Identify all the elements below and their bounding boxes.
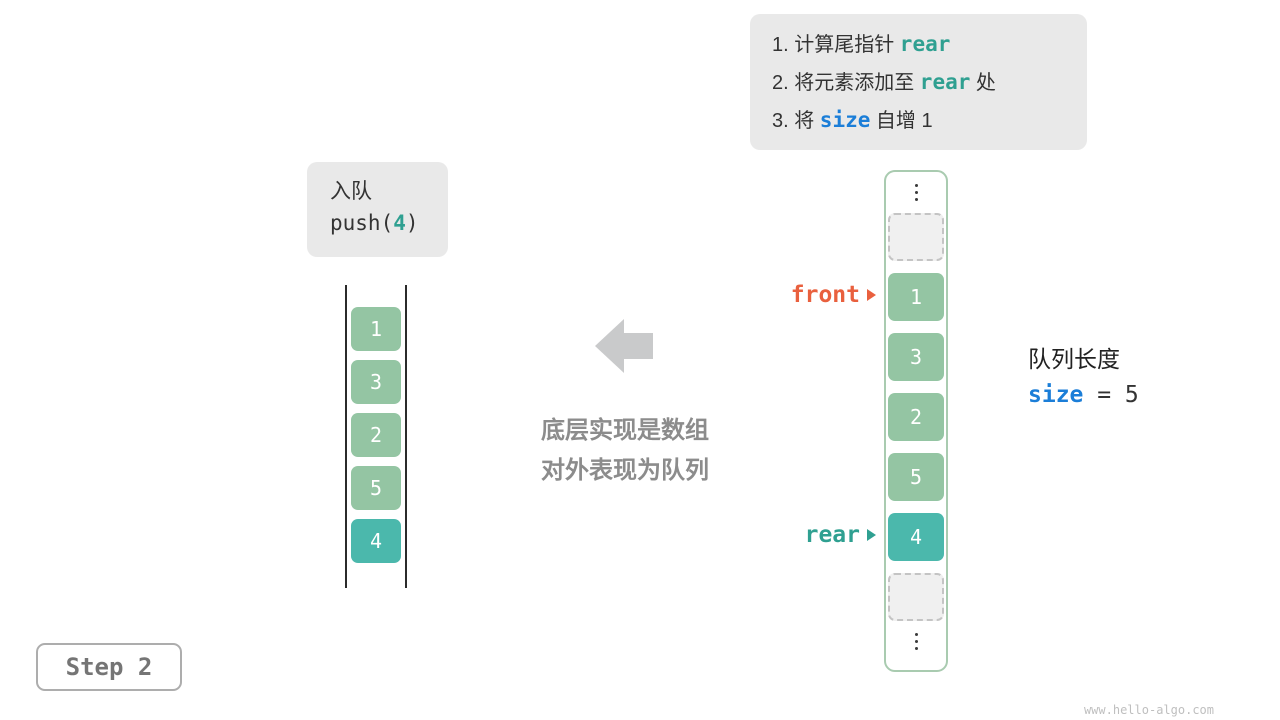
queue-item: 2 <box>351 413 401 457</box>
call-text: ) <box>405 211 419 235</box>
array-container: 1 3 2 5 4 <box>884 170 948 672</box>
queue-item: 5 <box>351 466 401 510</box>
instruction-line-1: 1. 计算尾指针 rear <box>772 26 1087 64</box>
caption: 底层实现是数组 对外表现为队列 <box>495 411 755 491</box>
ellipsis-top-icon <box>914 184 918 201</box>
array-cell: 5 <box>888 453 944 501</box>
code-rear: rear <box>919 70 971 94</box>
arrowhead-right-icon <box>867 529 876 541</box>
array-cell-empty <box>888 213 944 261</box>
arrow-stem <box>624 333 653 359</box>
operation-panel: 入队 push(4) <box>307 162 448 257</box>
operation-title: 入队 <box>330 180 372 203</box>
code-size: size <box>819 108 871 132</box>
queue-length-label: 队列长度 <box>1028 346 1120 372</box>
queue-item-new: 4 <box>351 519 401 563</box>
code-size: size <box>1028 382 1084 408</box>
queue-length-info: 队列长度 size = 5 <box>1028 341 1139 413</box>
call-argument: 4 <box>393 211 406 235</box>
instruction-text: 1. 计算尾指针 <box>772 34 900 56</box>
operation-call: push(4) <box>330 207 448 239</box>
array-cell: 3 <box>888 333 944 381</box>
size-value-text: = 5 <box>1083 382 1139 408</box>
step-badge: Step 2 <box>36 643 182 691</box>
queue-item: 1 <box>351 307 401 351</box>
call-text: push( <box>330 211 394 235</box>
ellipsis-bottom-icon <box>914 633 918 650</box>
instruction-text: 处 <box>970 72 996 94</box>
arrow-head <box>595 319 624 373</box>
caption-line-1: 底层实现是数组 <box>541 417 709 444</box>
front-label-text: front <box>790 282 860 308</box>
left-arrow-icon <box>595 319 655 373</box>
array-cell: 2 <box>888 393 944 441</box>
arrowhead-right-icon <box>867 289 876 301</box>
caption-line-2: 对外表现为队列 <box>541 457 709 484</box>
array-cell-rear: 4 <box>888 513 944 561</box>
watermark: www.hello-algo.com <box>1083 703 1214 717</box>
queue-length-value: size = 5 <box>1028 377 1139 413</box>
rear-pointer-label: rear <box>805 521 876 549</box>
logical-queue: 1 3 2 5 4 <box>345 285 407 588</box>
instruction-text: 2. 将元素添加至 <box>772 72 920 94</box>
instruction-line-3: 3. 将 size 自增 1 <box>772 102 1087 140</box>
front-pointer-label: front <box>791 281 876 309</box>
rear-label-text: rear <box>804 522 860 548</box>
array-cell-front: 1 <box>888 273 944 321</box>
array-cell-empty <box>888 573 944 621</box>
instruction-line-2: 2. 将元素添加至 rear 处 <box>772 64 1087 102</box>
instruction-text: 3. 将 <box>772 110 820 132</box>
instruction-panel: 1. 计算尾指针 rear 2. 将元素添加至 rear 处 3. 将 size… <box>750 14 1087 150</box>
instruction-text: 自增 1 <box>870 110 933 132</box>
code-rear: rear <box>899 32 951 56</box>
queue-item: 3 <box>351 360 401 404</box>
